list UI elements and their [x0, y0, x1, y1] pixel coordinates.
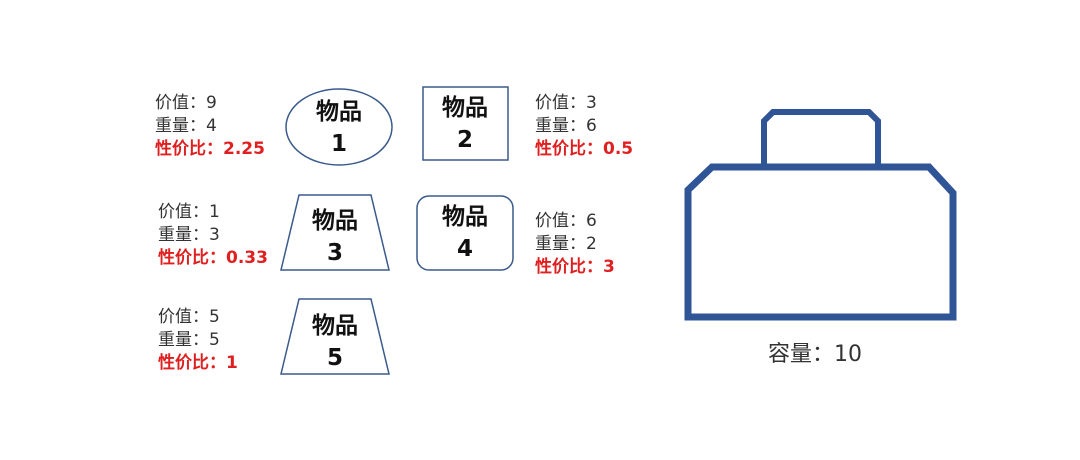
item-4-info: 价值：6 重量：2 性价比：3: [535, 210, 615, 279]
item-2-weight: 重量：6: [535, 116, 597, 136]
item-2-value: 价值：3: [535, 93, 597, 113]
item-4-name: 物品: [442, 204, 488, 230]
item-4-number: 4: [456, 236, 473, 262]
item-5-value: 价值：5: [158, 307, 220, 327]
item-2-ratio: 性价比：0.5: [535, 139, 634, 159]
item-4-weight: 重量：2: [535, 234, 597, 254]
item-4-ratio: 性价比：3: [535, 257, 615, 277]
item-1-weight: 重量：4: [155, 116, 217, 136]
item-1-label: 物品 1: [284, 96, 394, 160]
item-3-info: 价值：1 重量：3 性价比：0.33: [158, 201, 268, 270]
item-1-number: 1: [330, 131, 347, 157]
bag-body-shape: [684, 163, 957, 321]
item-3-trapezoid-shape: [280, 194, 390, 271]
bag-handle-shape: [761, 109, 881, 165]
item-4-value: 价值：6: [535, 211, 597, 231]
item-1-ratio: 性价比：2.25: [155, 139, 265, 159]
item-4-rounded-rectangle-shape: [416, 195, 514, 271]
item-5-ratio: 性价比：1: [158, 353, 238, 373]
item-5-number: 5: [326, 345, 343, 371]
item-1-info: 价值：9 重量：4 性价比：2.25: [155, 92, 265, 161]
item-1-name: 物品: [316, 99, 362, 125]
item-3-number: 3: [326, 240, 343, 266]
item-5-weight: 重量：5: [158, 330, 220, 350]
item-2-label: 物品 2: [410, 92, 520, 156]
item-5-name: 物品: [312, 313, 358, 339]
item-1-value: 价值：9: [155, 93, 217, 113]
item-3-weight: 重量：3: [158, 225, 220, 245]
item-3-value: 价值：1: [158, 202, 220, 222]
item-2-rectangle-shape: [422, 86, 509, 161]
item-4-label: 物品 4: [410, 201, 520, 265]
item-3-ratio: 性价比：0.33: [158, 248, 268, 268]
bag-capacity-label: 容量：10: [768, 342, 862, 367]
item-3-name: 物品: [312, 208, 358, 234]
item-5-info: 价值：5 重量：5 性价比：1: [158, 306, 238, 375]
item-5-trapezoid-shape: [280, 298, 390, 375]
item-3-label: 物品 3: [280, 205, 390, 269]
item-1-ellipse-shape: [285, 88, 393, 166]
item-5-label: 物品 5: [280, 310, 390, 374]
item-2-name: 物品: [442, 95, 488, 121]
item-2-info: 价值：3 重量：6 性价比：0.5: [535, 92, 633, 161]
item-2-number: 2: [456, 127, 473, 153]
